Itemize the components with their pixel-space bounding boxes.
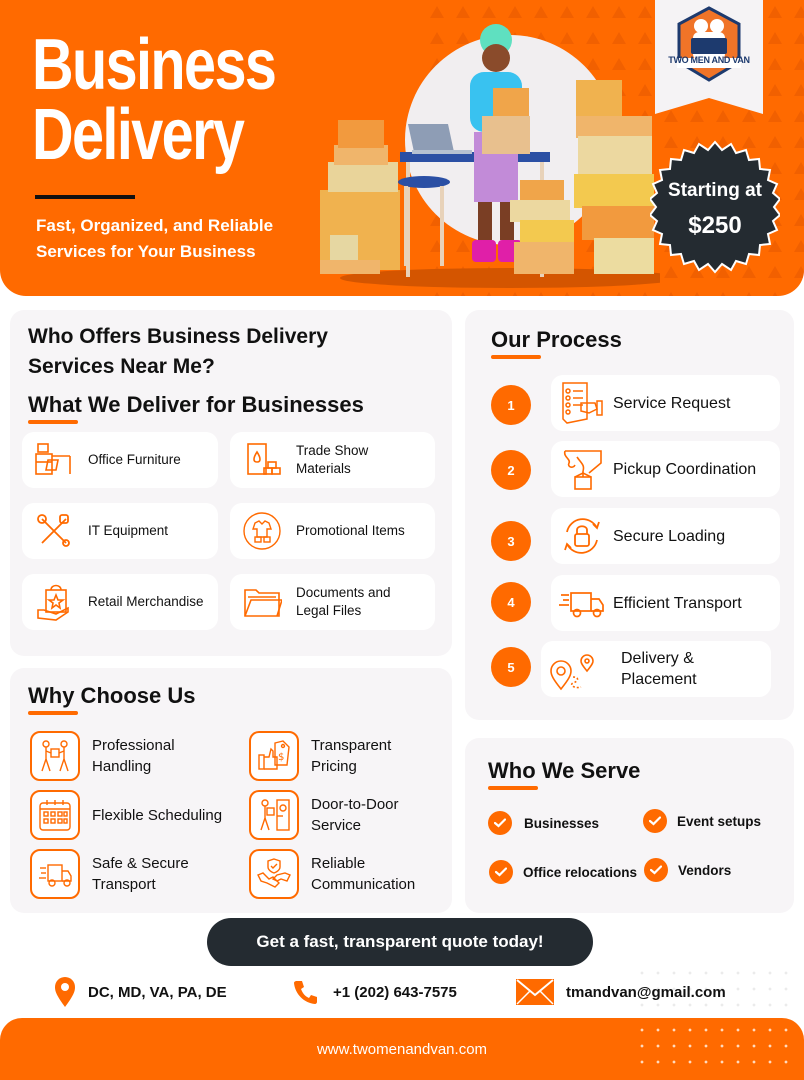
why-item-label: Safe & Secure Transport	[92, 855, 189, 893]
deliver-item: Promotional Items	[230, 503, 435, 559]
process-heading-underline	[491, 355, 541, 359]
process-step: Pickup Coordination	[551, 441, 780, 497]
contact-location: DC, MD, VA, PA, DE	[54, 972, 227, 1012]
step-label: Efficient Transport	[613, 594, 742, 612]
svg-text:$: $	[278, 752, 284, 763]
why-heading: Why Choose Us	[28, 683, 196, 708]
shopping-bag-icon	[37, 584, 69, 621]
process-step: Efficient Transport	[551, 575, 780, 631]
route-pins-icon	[550, 654, 594, 691]
logo-text: TWO MEN AND VAN	[668, 55, 750, 65]
step-label: Delivery & Placement	[621, 650, 697, 688]
why-item-label: Transparent Pricing	[311, 737, 392, 775]
process-heading: Our Process	[491, 327, 622, 352]
why-item-label: Door-to-Door Service	[311, 796, 399, 834]
hero-banner: Business Delivery Fast, Organized, and R…	[0, 0, 804, 296]
location-pin-icon	[55, 977, 75, 1007]
serve-item: Event setups	[643, 809, 761, 833]
deliver-item: Retail Merchandise	[22, 574, 218, 630]
pickup-hand-icon	[563, 450, 602, 490]
serve-item: Office relocations	[489, 860, 637, 884]
deliver-item: Trade Show Materials	[230, 432, 435, 488]
question-heading: Who Offers Business Delivery Services Ne…	[28, 325, 328, 378]
price-label: Starting at	[668, 180, 762, 201]
why-item-label: Professional Handling	[92, 737, 175, 775]
step-number: 2	[491, 450, 531, 490]
why-item-label: Flexible Scheduling	[92, 806, 223, 824]
delivery-worker-illustration	[320, 24, 660, 288]
title-divider	[35, 195, 135, 199]
dot-pattern	[634, 1022, 794, 1072]
deliver-item-label: Retail Merchandise	[88, 594, 204, 609]
movers-icon	[41, 740, 69, 772]
deliver-item-label: IT Equipment	[88, 523, 169, 538]
email-icon	[516, 979, 554, 1005]
price-starburst	[650, 140, 780, 274]
hero-subtitle: Fast, Organized, and Reliable Services f…	[36, 216, 274, 261]
fast-truck-icon	[559, 592, 604, 618]
page-title: Business Delivery	[32, 29, 277, 171]
why-heading-underline	[28, 711, 78, 715]
step-label: Secure Loading	[613, 527, 726, 545]
contact-phone[interactable]: +1 (202) 643-7575	[293, 972, 457, 1012]
folder-icon	[244, 589, 282, 617]
handshake-icon	[257, 858, 291, 888]
serve-item: Businesses	[488, 811, 599, 835]
tools-icon	[37, 514, 70, 547]
step-label: Pickup Coordination	[613, 460, 757, 478]
deliver-item: Documents and Legal Files	[230, 574, 435, 630]
process-step: Service Request	[551, 375, 780, 431]
contact-email[interactable]: tmandvan@gmail.com	[516, 972, 726, 1012]
request-form-icon	[562, 382, 603, 424]
company-logo-icon	[677, 6, 741, 82]
step-number: 5	[491, 647, 531, 687]
check-icon	[643, 809, 667, 833]
check-icon	[489, 860, 513, 884]
process-step: Secure Loading	[551, 508, 780, 564]
step-number: 1	[491, 385, 531, 425]
check-icon	[644, 858, 668, 882]
deliver-item-label: Trade Show Materials	[296, 443, 369, 476]
serve-heading-underline	[488, 786, 538, 790]
dot-pattern	[634, 965, 794, 1015]
deliver-heading: What We Deliver for Businesses	[28, 392, 364, 417]
truck-icon	[39, 864, 72, 887]
door-delivery-icon	[260, 799, 290, 831]
serve-item: Vendors	[644, 858, 731, 882]
calendar-icon	[39, 800, 71, 831]
deliver-heading-underline	[28, 420, 78, 424]
website-link[interactable]: www.twomenandvan.com	[316, 1040, 488, 1058]
serve-panel	[465, 738, 794, 913]
deliver-item-label: Office Furniture	[88, 452, 181, 467]
step-number: 3	[491, 521, 531, 561]
phone-icon	[294, 981, 317, 1004]
price-value: $250	[688, 212, 742, 239]
step-number: 4	[491, 582, 531, 622]
why-item-label: Reliable Communication	[311, 855, 416, 893]
title-line-1: Business	[32, 25, 277, 105]
lock-cycle-icon	[564, 518, 600, 554]
promo-shirt-icon	[243, 512, 281, 550]
process-step: Delivery & Placement	[541, 641, 771, 697]
deliver-item-label: Documents and Legal Files	[296, 585, 391, 618]
deliver-item-label: Promotional Items	[296, 523, 405, 538]
serve-heading: Who We Serve	[488, 758, 641, 783]
step-label: Service Request	[613, 394, 731, 412]
check-icon	[488, 811, 512, 835]
price-tag-thumb-icon: $	[258, 740, 290, 770]
trade-materials-icon	[247, 443, 281, 475]
deliver-item: Office Furniture	[22, 432, 218, 488]
get-quote-button[interactable]: Get a fast, transparent quote today!	[207, 918, 593, 966]
office-desk-icon	[35, 443, 71, 475]
title-line-2: Delivery	[32, 95, 245, 175]
deliver-item: IT Equipment	[22, 503, 218, 559]
why-panel	[10, 668, 452, 913]
